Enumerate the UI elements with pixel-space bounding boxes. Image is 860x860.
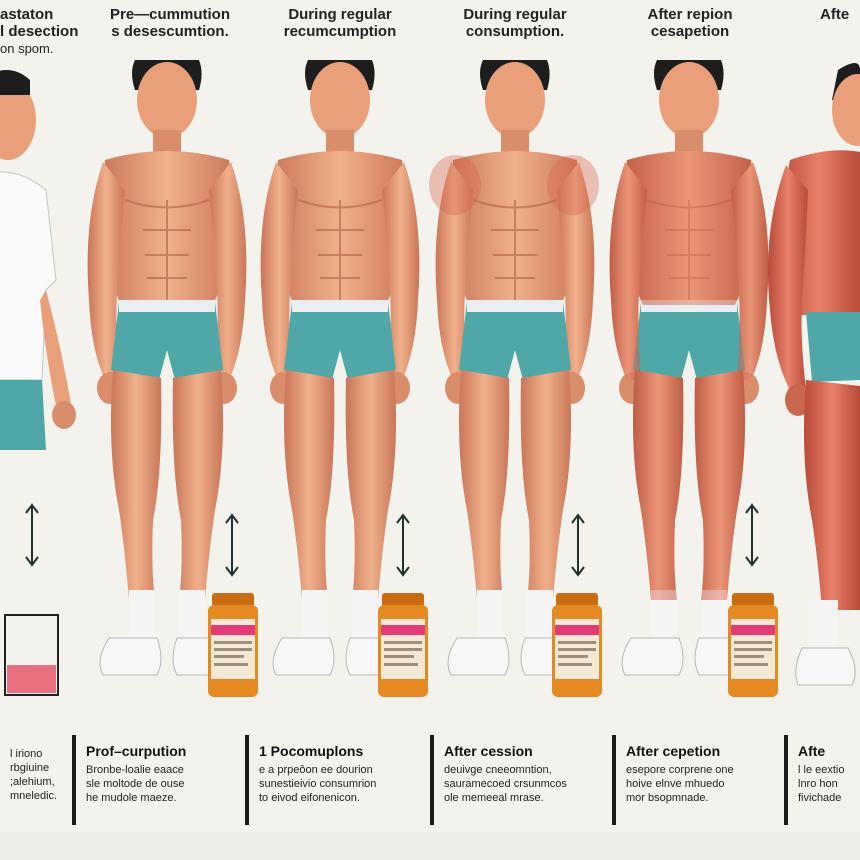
bottle-stage-5: [728, 593, 778, 697]
body-transformation-illustration: [0, 60, 860, 697]
caption-3-title: 1 Pocomuplons: [259, 743, 364, 759]
caption-3-body: e a prpeôon ee dourion sunestieivio cons…: [259, 764, 377, 804]
stage-header-4-line2: consumption.: [465, 23, 565, 40]
bottom-band: [0, 832, 860, 860]
stage-header-2: Pre—cummution s desescumtion.: [95, 6, 245, 40]
stage-header-2-line1: Pre—cummution: [109, 6, 230, 23]
caption-5-body: esepore corprene one hoive elnve mhuedo …: [626, 764, 734, 804]
stage-header-4: During regular consumption.: [440, 6, 590, 40]
shoulder-muscle-highlight-4: [429, 155, 599, 215]
figure-stage-2: [86, 60, 248, 676]
caption-6: Afte l le eextio lnro hon fivichade: [784, 735, 860, 825]
caption-1-body: l iriono rbgiuine ;alehium, mneledic.: [10, 748, 58, 802]
stage-header-3: During regular recumcumption: [265, 6, 415, 40]
stage-header-3-line1: During regular: [288, 6, 392, 23]
caption-4-title: After cession: [444, 743, 533, 759]
arrow-icon-1: [25, 504, 39, 566]
caption-5-title: After cepetion: [626, 743, 721, 759]
caption-1: l iriono rbgiuine ;alehium, mneledic.: [0, 735, 68, 825]
caption-2: Prof–curpution Bronbe-loalie eaace sle m…: [72, 735, 240, 825]
caption-3: 1 Pocomuplons e a prpeôon ee dourion sun…: [245, 735, 425, 825]
stage-header-6: Afte: [820, 6, 860, 23]
stage-headers: astaton l desection on spom. Pre—cummuti…: [0, 0, 860, 70]
stage-header-2-line2: s desescumtion.: [111, 23, 229, 40]
stage-header-4-line1: During regular: [463, 6, 567, 23]
caption-2-title: Prof–curpution: [86, 743, 187, 759]
stage-header-5-line2: cesapetion: [650, 23, 730, 40]
stage-header-5-line1: After repion: [647, 6, 733, 23]
stage-captions: l iriono rbgiuine ;alehium, mneledic. Pr…: [0, 735, 860, 825]
figure-stage-3: [259, 60, 421, 676]
caption-4: After cession deuivge cneeomntion, saura…: [430, 735, 608, 825]
stage-header-1-line3: on spom.: [0, 41, 54, 56]
arrow-icon-4: [571, 514, 585, 576]
stage-header-5: After repion cesapetion: [615, 6, 765, 40]
caption-5: After cepetion esepore corprene one hoiv…: [612, 735, 780, 825]
bottle-stage-4: [552, 593, 602, 697]
caption-6-title: Afte: [798, 743, 826, 759]
stage-header-1: astaton l desection on spom.: [0, 6, 80, 57]
stage-header-6-line1: Afte: [820, 6, 850, 23]
bottle-stage-3: [378, 593, 428, 697]
stage-header-1-line1: astaton: [0, 6, 54, 23]
arrow-icon-5: [745, 504, 759, 566]
caption-4-body: deuivge cneeomntion, sauramecoed crsunmc…: [444, 764, 567, 804]
arrow-icon-3: [396, 514, 410, 576]
figure-stage-4: [434, 60, 596, 676]
stage-header-3-line2: recumcumption: [283, 23, 397, 40]
caption-6-body: l le eextio lnro hon fivichade: [798, 764, 845, 804]
bottle-stage-2: [208, 593, 258, 697]
bar-chart-stage-1: [4, 614, 59, 696]
muscle-overlay-5: [609, 151, 769, 600]
stage-header-1-line2: l desection: [0, 23, 79, 40]
caption-2-body: Bronbe-loalie eaace sle moltode de ouse …: [86, 764, 185, 804]
figure-stage-1: [0, 70, 76, 450]
figure-stage-6: [768, 63, 860, 686]
arrow-icon-2: [225, 514, 239, 576]
